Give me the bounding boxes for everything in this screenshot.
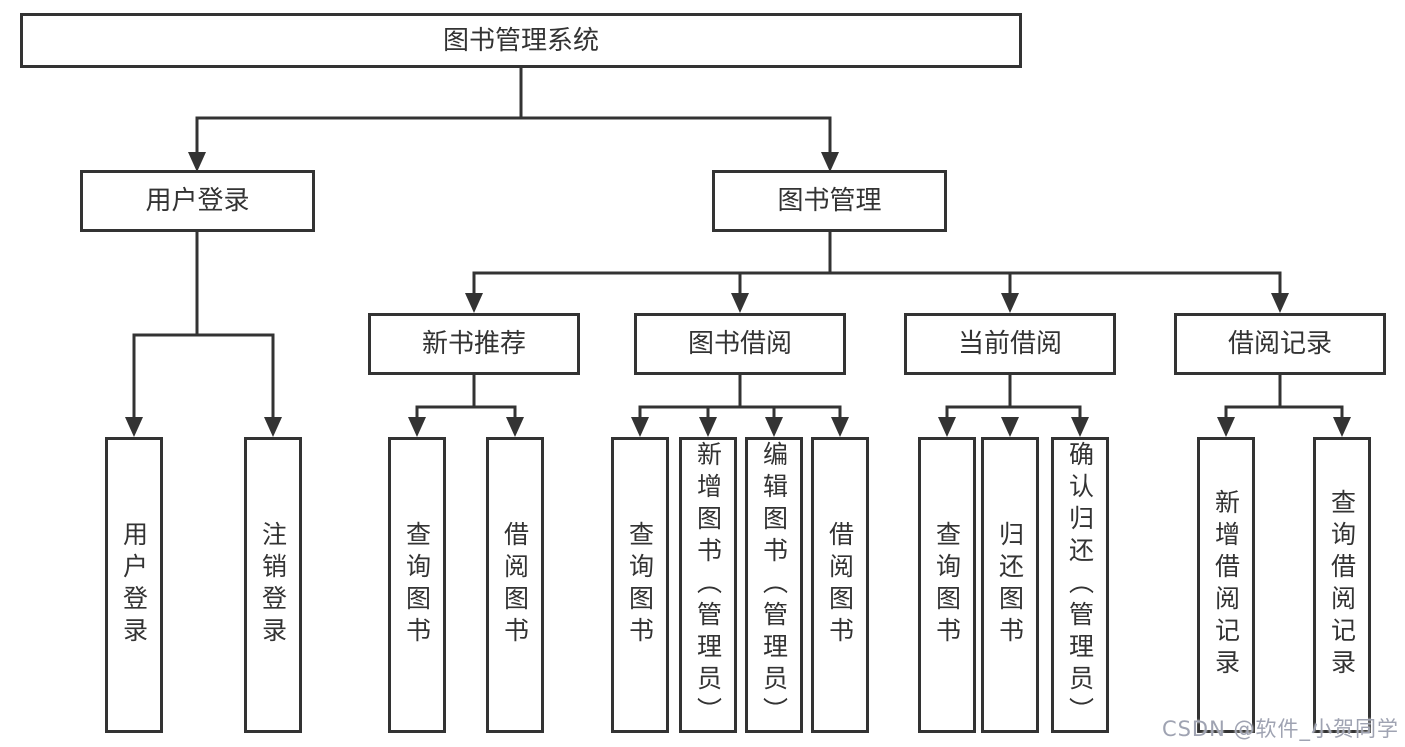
leaf-borrow-books-label: 借阅图书 [825, 521, 855, 649]
leaf-query-borrow-record: 查询借阅记录 [1313, 437, 1371, 733]
leaf-query-books-recommend: 查询图书 [388, 437, 446, 733]
leaf-add-books-admin-label: 新增图书（管理员） [693, 441, 723, 729]
leaf-borrow-books: 借阅图书 [811, 437, 869, 733]
node-borrowing-records-label: 借阅记录 [1227, 329, 1332, 359]
node-book-management: 图书管理 [712, 170, 947, 232]
leaf-query-books-borrowing: 查询图书 [611, 437, 669, 733]
leaf-query-books-current-label: 查询图书 [932, 521, 962, 649]
leaf-query-books-recommend-label: 查询图书 [402, 521, 432, 649]
node-user-login-label: 用户登录 [145, 186, 250, 216]
leaf-return-books: 归还图书 [981, 437, 1039, 733]
leaf-borrow-books-recommend: 借阅图书 [486, 437, 544, 733]
leaf-query-books-borrowing-label: 查询图书 [625, 521, 655, 649]
node-book-borrowing-label: 图书借阅 [687, 329, 792, 359]
arrowheads [125, 152, 1351, 437]
node-current-borrowing-label: 当前借阅 [957, 329, 1062, 359]
node-borrowing-records: 借阅记录 [1174, 313, 1386, 375]
node-new-book-recommend-label: 新书推荐 [421, 329, 526, 359]
leaf-user-login-label: 用户登录 [119, 521, 149, 649]
tree-branch-lines [132, 66, 1344, 421]
node-book-borrowing: 图书借阅 [634, 313, 846, 375]
leaf-edit-books-admin: 编辑图书（管理员） [745, 437, 803, 733]
node-root: 图书管理系统 [20, 13, 1022, 68]
leaf-add-books-admin: 新增图书（管理员） [679, 437, 737, 733]
node-new-book-recommend: 新书推荐 [368, 313, 580, 375]
watermark-csdn: CSDN @软件_小贺同学 [1161, 717, 1399, 741]
leaf-edit-books-admin-label: 编辑图书（管理员） [759, 441, 789, 729]
leaf-add-borrow-record: 新增借阅记录 [1197, 437, 1255, 733]
leaf-query-borrow-record-label: 查询借阅记录 [1327, 489, 1357, 681]
leaf-query-books-current: 查询图书 [918, 437, 976, 733]
leaf-user-login: 用户登录 [105, 437, 163, 733]
node-current-borrowing: 当前借阅 [904, 313, 1116, 375]
leaf-logout: 注销登录 [244, 437, 302, 733]
node-root-label: 图书管理系统 [442, 25, 599, 56]
leaf-add-borrow-record-label: 新增借阅记录 [1211, 489, 1241, 681]
leaf-return-books-label: 归还图书 [995, 521, 1025, 649]
leaf-borrow-books-recommend-label: 借阅图书 [500, 521, 530, 649]
leaf-confirm-return-admin: 确认归还（管理员） [1051, 437, 1109, 733]
leaf-logout-label: 注销登录 [258, 521, 288, 649]
leaf-confirm-return-admin-label: 确认归还（管理员） [1065, 441, 1095, 729]
node-user-login: 用户登录 [80, 170, 315, 232]
node-book-management-label: 图书管理 [777, 186, 882, 216]
